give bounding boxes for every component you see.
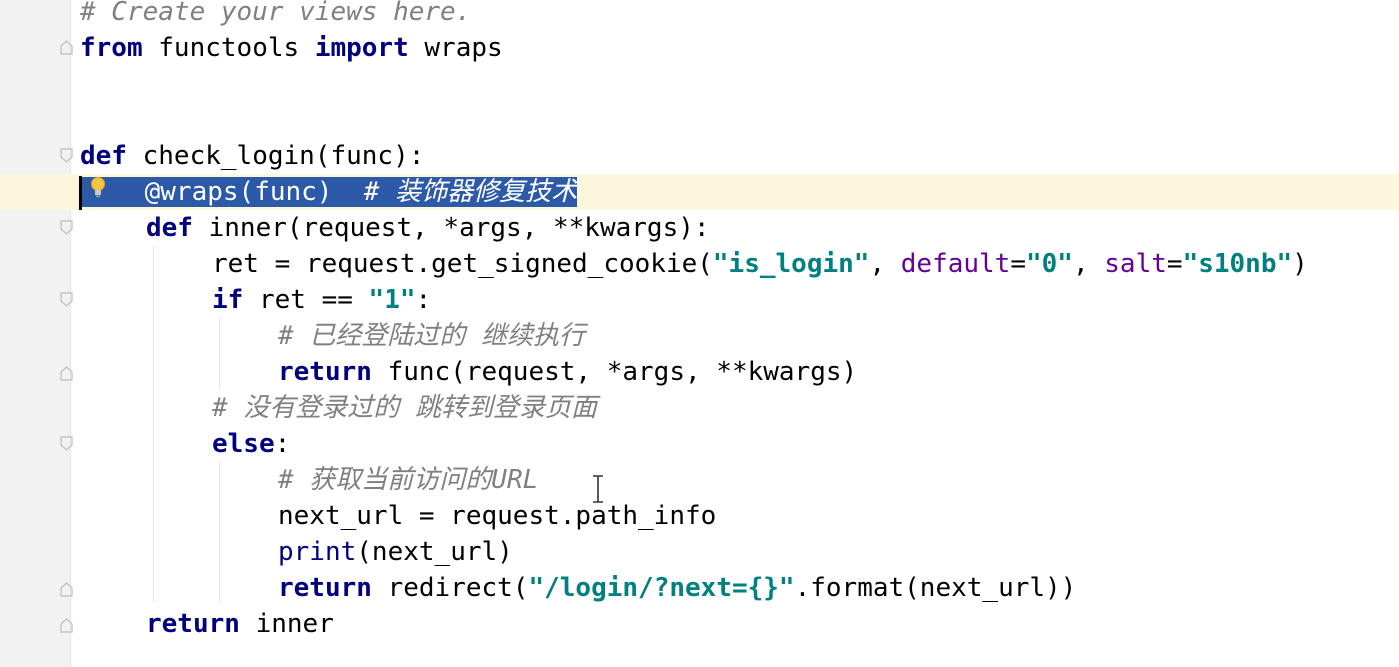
code-line[interactable]: def check_login(func):: [80, 138, 424, 174]
code-text: :: [415, 285, 432, 315]
indent-guide: [219, 462, 220, 602]
code-line[interactable]: def inner(request, *args, **kwargs):: [146, 210, 710, 246]
string-literal: "is_login": [712, 249, 870, 279]
code-text: inner(request, *args, **kwargs):: [192, 213, 710, 243]
code-text: (next_url): [356, 537, 513, 567]
code-line[interactable]: ret = request.get_signed_cookie("is_logi…: [212, 246, 1308, 282]
code-line[interactable]: # 获取当前访问的URL: [278, 462, 538, 498]
code-line[interactable]: return redirect("/login/?next={}".format…: [278, 570, 1076, 606]
comment: # 已经登陆过的 继续执行: [278, 321, 585, 351]
keyword: import: [314, 33, 409, 63]
string-literal: "1": [368, 285, 416, 315]
code-line[interactable]: if ret == "1":: [212, 282, 431, 318]
text-cursor-icon: [593, 475, 603, 503]
keyword: return: [146, 609, 240, 639]
fold-marker-icon[interactable]: [60, 292, 73, 307]
keyword: if: [212, 285, 244, 315]
indent-guide: [219, 318, 220, 390]
code-text: =: [1166, 249, 1183, 279]
code-line[interactable]: print(next_url): [278, 534, 513, 570]
code-text: =: [1010, 249, 1026, 279]
code-line[interactable]: else:: [212, 426, 290, 462]
fold-marker-icon[interactable]: [60, 40, 73, 55]
fold-marker-icon[interactable]: [60, 366, 73, 381]
keyword-argument: default: [900, 249, 1011, 279]
code-line[interactable]: next_url = request.path_info: [278, 498, 716, 534]
code-line[interactable]: # Create your views here.: [80, 0, 471, 30]
code-line[interactable]: # 已经登陆过的 继续执行: [278, 318, 585, 354]
text-caret: [79, 176, 82, 210]
code-line[interactable]: from functools import wraps: [80, 30, 503, 66]
comment: # 没有登录过的 跳转到登录页面: [212, 393, 597, 423]
keyword: def: [80, 141, 127, 171]
code-text: [332, 177, 363, 207]
string-literal: "/login/?next={}": [528, 573, 795, 603]
builtin-function: print: [278, 537, 357, 567]
keyword-argument: salt: [1104, 249, 1167, 279]
comment: # 获取当前访问的URL: [278, 465, 539, 495]
code-text: :: [274, 429, 291, 459]
code-text: check_login(func):: [126, 141, 425, 171]
code-text: inner: [239, 609, 334, 639]
fold-marker-icon[interactable]: [60, 220, 73, 235]
selected-text[interactable]: @wraps(func) # 装饰器修复技术: [82, 177, 578, 207]
keyword: return: [278, 357, 372, 387]
comment: # Create your views here.: [80, 0, 472, 27]
code-text: ret ==: [243, 285, 369, 315]
fold-marker-icon[interactable]: [60, 436, 73, 451]
code-line[interactable]: return inner: [146, 606, 334, 642]
code-text: redirect(: [371, 573, 529, 603]
keyword: else: [212, 429, 275, 459]
comment: # 装饰器修复技术: [363, 177, 578, 207]
fold-marker-icon[interactable]: [60, 582, 73, 597]
code-text: wraps: [408, 33, 503, 63]
editor-gutter[interactable]: [0, 0, 71, 667]
code-text: functools: [142, 33, 315, 63]
lightbulb-icon[interactable]: [90, 176, 106, 200]
string-literal: "s10nb": [1182, 249, 1293, 279]
keyword: return: [278, 573, 372, 603]
indent-guide: [153, 246, 154, 602]
code-text: .format(next_url)): [794, 573, 1077, 603]
fold-marker-icon[interactable]: [60, 148, 73, 163]
code-text: ,: [1072, 249, 1105, 279]
string-literal: "0": [1026, 249, 1073, 279]
code-text: ,: [869, 249, 901, 279]
code-line[interactable]: @wraps(func) # 装饰器修复技术: [82, 174, 578, 210]
code-text: func(request, *args, **kwargs): [371, 357, 858, 387]
decorator: @wraps(func): [144, 177, 333, 207]
keyword: from: [80, 33, 143, 63]
code-text: ret = request.get_signed_cookie(: [212, 249, 713, 279]
keyword: def: [146, 213, 193, 243]
fold-marker-icon[interactable]: [60, 618, 73, 633]
code-text: next_url = request.path_info: [278, 501, 717, 531]
code-line[interactable]: return func(request, *args, **kwargs): [278, 354, 857, 390]
code-text: ): [1292, 249, 1308, 279]
code-line[interactable]: # 没有登录过的 跳转到登录页面: [212, 390, 597, 426]
